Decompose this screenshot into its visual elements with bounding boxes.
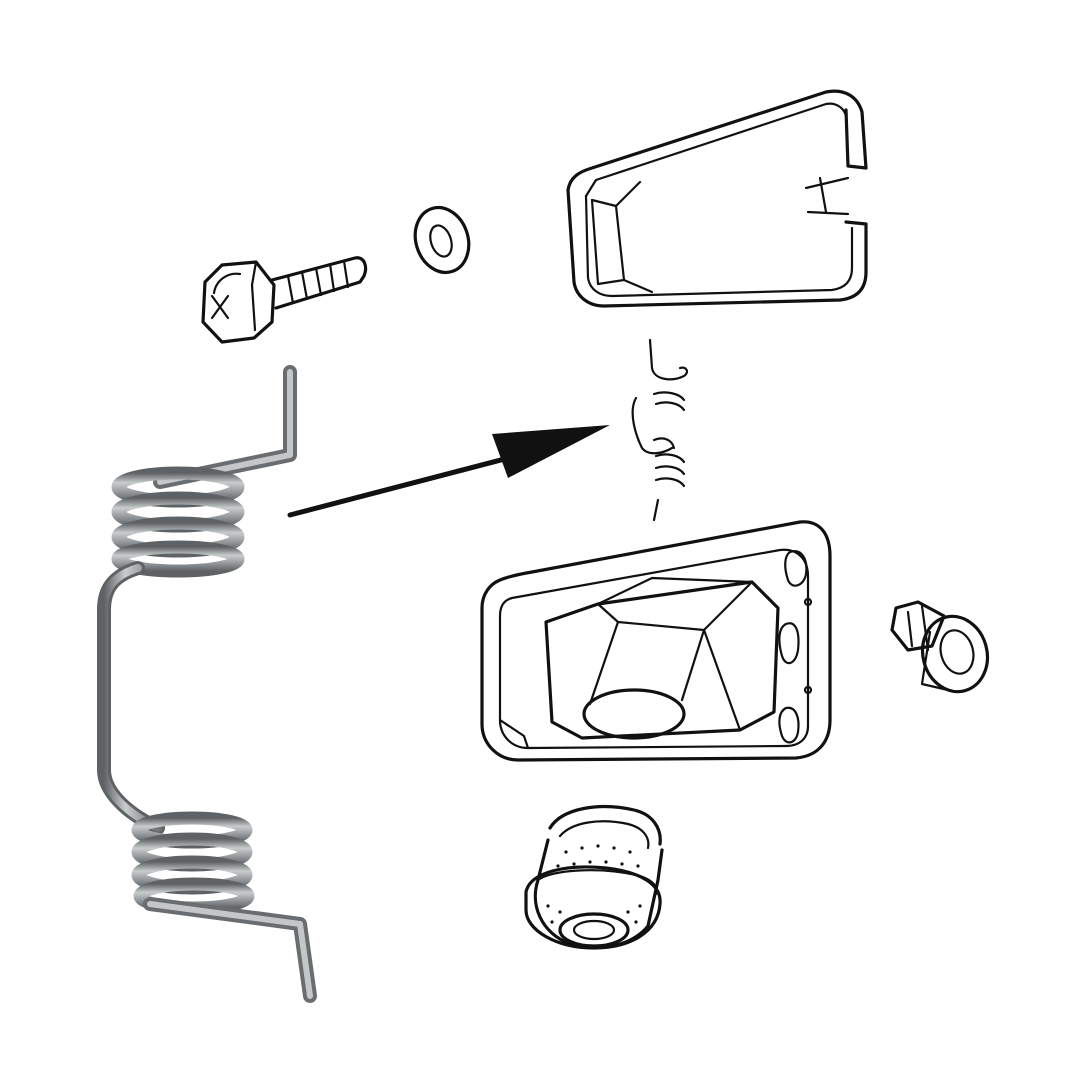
upper-coil	[111, 466, 245, 578]
handle-cover-icon	[566, 89, 868, 308]
torsion-spring-photo	[97, 365, 317, 1003]
handle-base-icon	[480, 520, 832, 762]
arrow-icon	[287, 425, 610, 518]
grommet-texture	[546, 844, 642, 924]
plug-icon	[890, 600, 990, 694]
phillips-screw-icon	[201, 256, 368, 344]
lower-coil	[131, 811, 255, 915]
coil-spring-icon	[631, 338, 689, 522]
grommet-icon	[524, 804, 664, 950]
washer-icon	[413, 206, 471, 274]
